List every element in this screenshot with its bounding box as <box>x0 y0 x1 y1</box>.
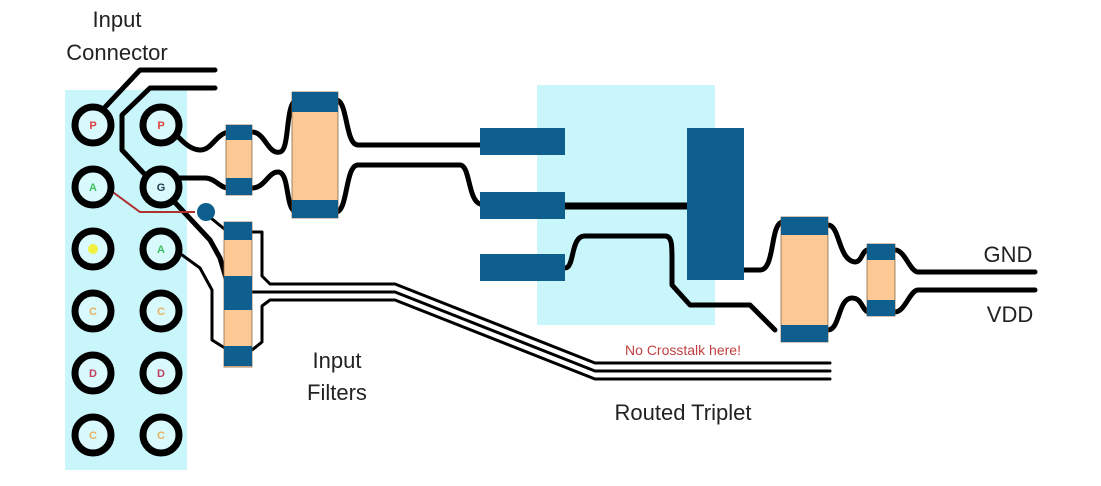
pin-dot <box>88 244 98 254</box>
trace-gnd-out <box>892 247 1038 275</box>
label-gnd: GND <box>984 242 1033 267</box>
pin-label: P <box>157 120 164 132</box>
label-vdd: VDD <box>987 302 1033 327</box>
capacitor-2 <box>291 91 339 219</box>
pin-label: P <box>89 120 96 132</box>
pin-ring <box>139 289 183 333</box>
label-input-filters-2: Filters <box>307 380 367 405</box>
connector-pin: D <box>71 351 115 395</box>
pin-ring <box>139 227 183 271</box>
via-dot <box>197 203 215 221</box>
pad-2 <box>480 192 565 219</box>
connector-pin: P <box>71 103 115 147</box>
pin-label: A <box>157 244 165 256</box>
label-input-connector-1: Input <box>93 7 142 32</box>
connector-pin: D <box>139 351 183 395</box>
connector-pin: C <box>139 289 183 333</box>
trace-cap1-cap2-bot <box>249 169 299 215</box>
pin-label: C <box>157 430 165 442</box>
pin-ring <box>71 289 115 333</box>
pin-ring <box>71 165 115 209</box>
trace-cap3-cap4-top <box>825 222 871 265</box>
connector-pin: A <box>71 165 115 209</box>
bus-block <box>687 128 744 280</box>
pin-label: C <box>157 306 165 318</box>
pin-ring <box>71 413 115 457</box>
label-routed-triplet: Routed Triplet <box>615 400 752 425</box>
pin-label: G <box>157 182 166 194</box>
trace-vdd-out <box>892 287 1038 315</box>
connector-pin: P <box>139 103 183 147</box>
pin-label: D <box>157 368 165 380</box>
pin-label: A <box>89 182 97 194</box>
trace-red-signal <box>109 189 195 213</box>
connector-pin: C <box>71 413 115 457</box>
connector-pins: P P A G A C C D D C C <box>71 103 183 457</box>
capacitor-3 <box>780 216 829 343</box>
trace-pad3-cap3 <box>562 233 778 333</box>
connector-zone <box>65 90 187 470</box>
pin-label: C <box>89 430 97 442</box>
trace-cap2-pad2 <box>333 162 483 215</box>
trace-bus-cap3 <box>740 219 785 273</box>
pin-ring <box>139 413 183 457</box>
connector-pin <box>71 227 115 271</box>
pin-ring <box>139 165 183 209</box>
traces <box>90 67 1038 381</box>
input-filter-stack <box>223 221 253 368</box>
label-no-crosstalk: No Crosstalk here! <box>625 342 741 358</box>
label-input-filters-1: Input <box>313 348 362 373</box>
capacitor-1 <box>225 124 253 196</box>
pin-ring <box>71 351 115 395</box>
pin-ring <box>139 103 183 147</box>
trace-feed-2 <box>119 85 218 151</box>
pin-label: C <box>89 306 97 318</box>
pin-label: D <box>89 368 97 380</box>
triplet-line-3 <box>250 298 832 381</box>
pin-ring <box>139 351 183 395</box>
pin-ring <box>71 103 115 147</box>
connector-pin: C <box>139 413 183 457</box>
trace-cap1-cap2-top <box>249 97 299 155</box>
trace-feed-3 <box>119 145 153 183</box>
connector-pin: G <box>139 165 183 209</box>
trace-a-filter <box>176 250 230 352</box>
trace-cap2-pad1 <box>333 97 483 148</box>
capacitor-4 <box>866 243 896 317</box>
trace-cap3-cap4-bot <box>825 295 871 333</box>
triplet-line-1 <box>250 230 832 365</box>
trace-feed-1 <box>90 67 218 123</box>
label-input-connector-2: Connector <box>66 40 168 65</box>
connector-pin: C <box>71 289 115 333</box>
connector-pin: A <box>139 227 183 271</box>
pad-1 <box>480 128 565 155</box>
triplet-line-2 <box>250 290 832 373</box>
pad-3 <box>480 254 565 281</box>
